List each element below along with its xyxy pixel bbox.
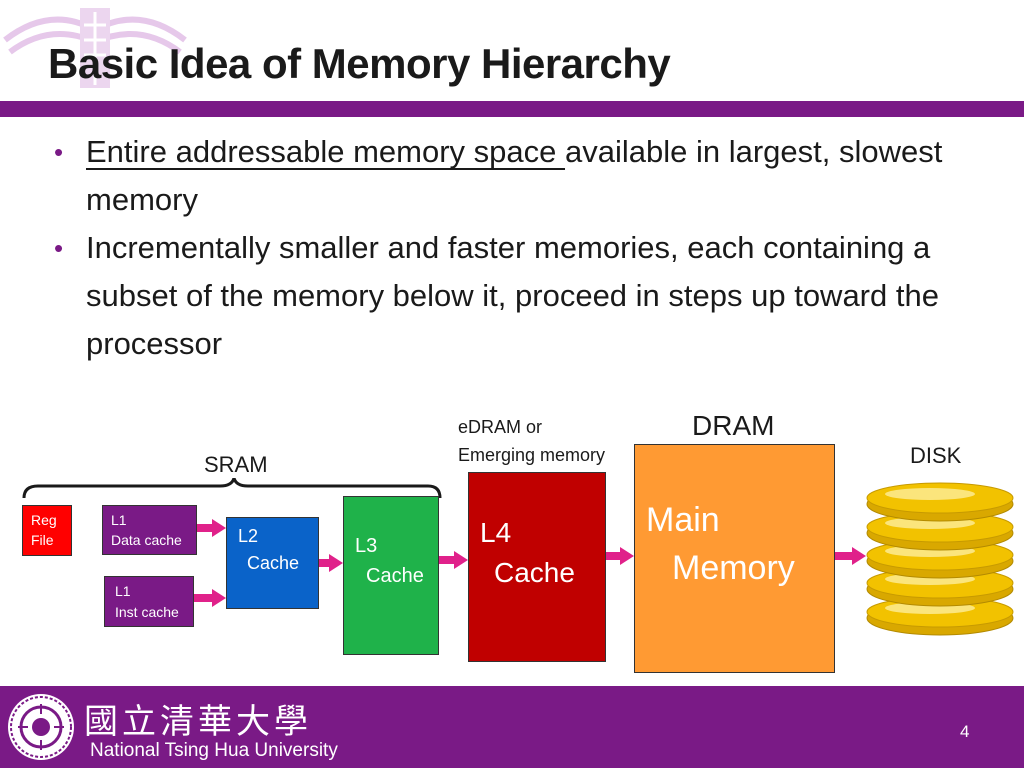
l1-inst-cache-box: L1 Inst cache bbox=[104, 576, 194, 627]
main-memory-label-line1: Main bbox=[646, 501, 720, 539]
edram-label-line2: Emerging memory bbox=[458, 445, 606, 465]
arrow-main-memory-to-disk bbox=[835, 547, 866, 565]
footer-university-name-chinese: 國立清華大學 bbox=[84, 702, 312, 742]
university-seal-icon bbox=[8, 694, 74, 760]
bullet-text: Incrementally smaller and faster memorie… bbox=[86, 230, 939, 361]
diagram-connectors bbox=[194, 482, 1014, 636]
footer-bar bbox=[0, 686, 1024, 768]
bullet-dot-icon: • bbox=[54, 137, 64, 167]
l1-data-cache-label-line1: L1 bbox=[111, 512, 127, 528]
arrow-l4-to-main-memory bbox=[606, 547, 634, 565]
l1-inst-cache-label-line1: L1 bbox=[115, 583, 131, 599]
bullet-dot-icon: • bbox=[54, 233, 64, 263]
l4-cache-box: L4 Cache bbox=[468, 472, 606, 662]
l2-cache-label-line1: L2 bbox=[238, 526, 259, 546]
l2-cache-label-line2: Cache bbox=[247, 553, 300, 573]
page-number: 4 bbox=[960, 722, 970, 741]
arrow-l1-data-to-l2 bbox=[197, 519, 226, 537]
arrow-l2-to-l3 bbox=[319, 554, 343, 572]
bullet-list: • Entire addressable memory space availa… bbox=[48, 128, 998, 368]
arrow-l1-inst-to-l2 bbox=[194, 589, 226, 607]
bullet-item: • Incrementally smaller and faster memor… bbox=[48, 224, 998, 368]
disk-platter bbox=[866, 511, 1014, 551]
l3-cache-label-line1: L3 bbox=[355, 535, 378, 557]
main-memory-box: Main Memory bbox=[634, 444, 835, 673]
title-divider-bar bbox=[0, 101, 1024, 117]
l4-cache-label-line1: L4 bbox=[480, 517, 512, 548]
sram-brace bbox=[22, 478, 442, 499]
l3-cache-label-line2: Cache bbox=[366, 565, 424, 587]
disk-label: DISK bbox=[910, 443, 962, 468]
l1-inst-cache-label-line2: Inst cache bbox=[115, 604, 179, 620]
l2-cache-box: L2 Cache bbox=[226, 517, 319, 609]
l4-cache-label-line2: Cache bbox=[494, 557, 575, 588]
disk-platter bbox=[866, 596, 1014, 636]
footer-university-name: National Tsing Hua University bbox=[90, 740, 338, 761]
bullet-text: available in largest, slowest memory bbox=[86, 134, 943, 217]
register-file-box: Reg File bbox=[22, 505, 72, 556]
bullet-item: • Entire addressable memory space availa… bbox=[48, 128, 998, 224]
edram-label-line1: eDRAM or bbox=[458, 417, 543, 437]
l1-data-cache-box: L1 Data cache bbox=[102, 505, 197, 555]
register-file-label-line2: File bbox=[31, 532, 54, 548]
disk-platter bbox=[866, 482, 1014, 522]
main-memory-label-line2: Memory bbox=[672, 549, 795, 587]
dram-label: DRAM bbox=[692, 410, 775, 441]
l1-data-cache-label-line2: Data cache bbox=[111, 532, 182, 548]
page-title: Basic Idea of Memory Hierarchy bbox=[48, 40, 671, 87]
bullet-underlined-text: Entire addressable memory space bbox=[86, 134, 566, 169]
arrow-l3-to-l4 bbox=[439, 551, 468, 569]
university-logo-watermark bbox=[3, 8, 187, 88]
register-file-label-line1: Reg bbox=[31, 512, 57, 528]
sram-label: SRAM bbox=[204, 452, 268, 477]
disk-stack-icon bbox=[866, 482, 1014, 636]
l3-cache-box: L3 Cache bbox=[343, 496, 439, 655]
